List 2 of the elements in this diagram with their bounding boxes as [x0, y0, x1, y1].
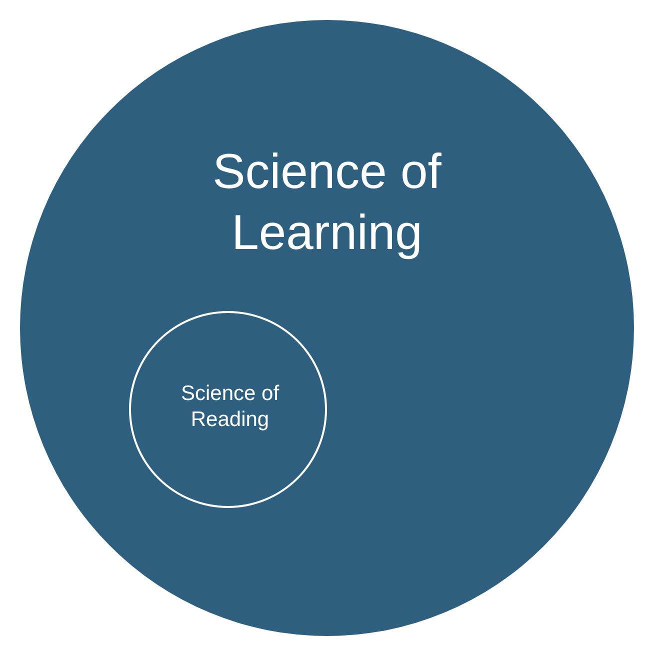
circle-label: Science of Learning: [212, 144, 442, 262]
circle-label: Science of Reading: [180, 381, 280, 433]
